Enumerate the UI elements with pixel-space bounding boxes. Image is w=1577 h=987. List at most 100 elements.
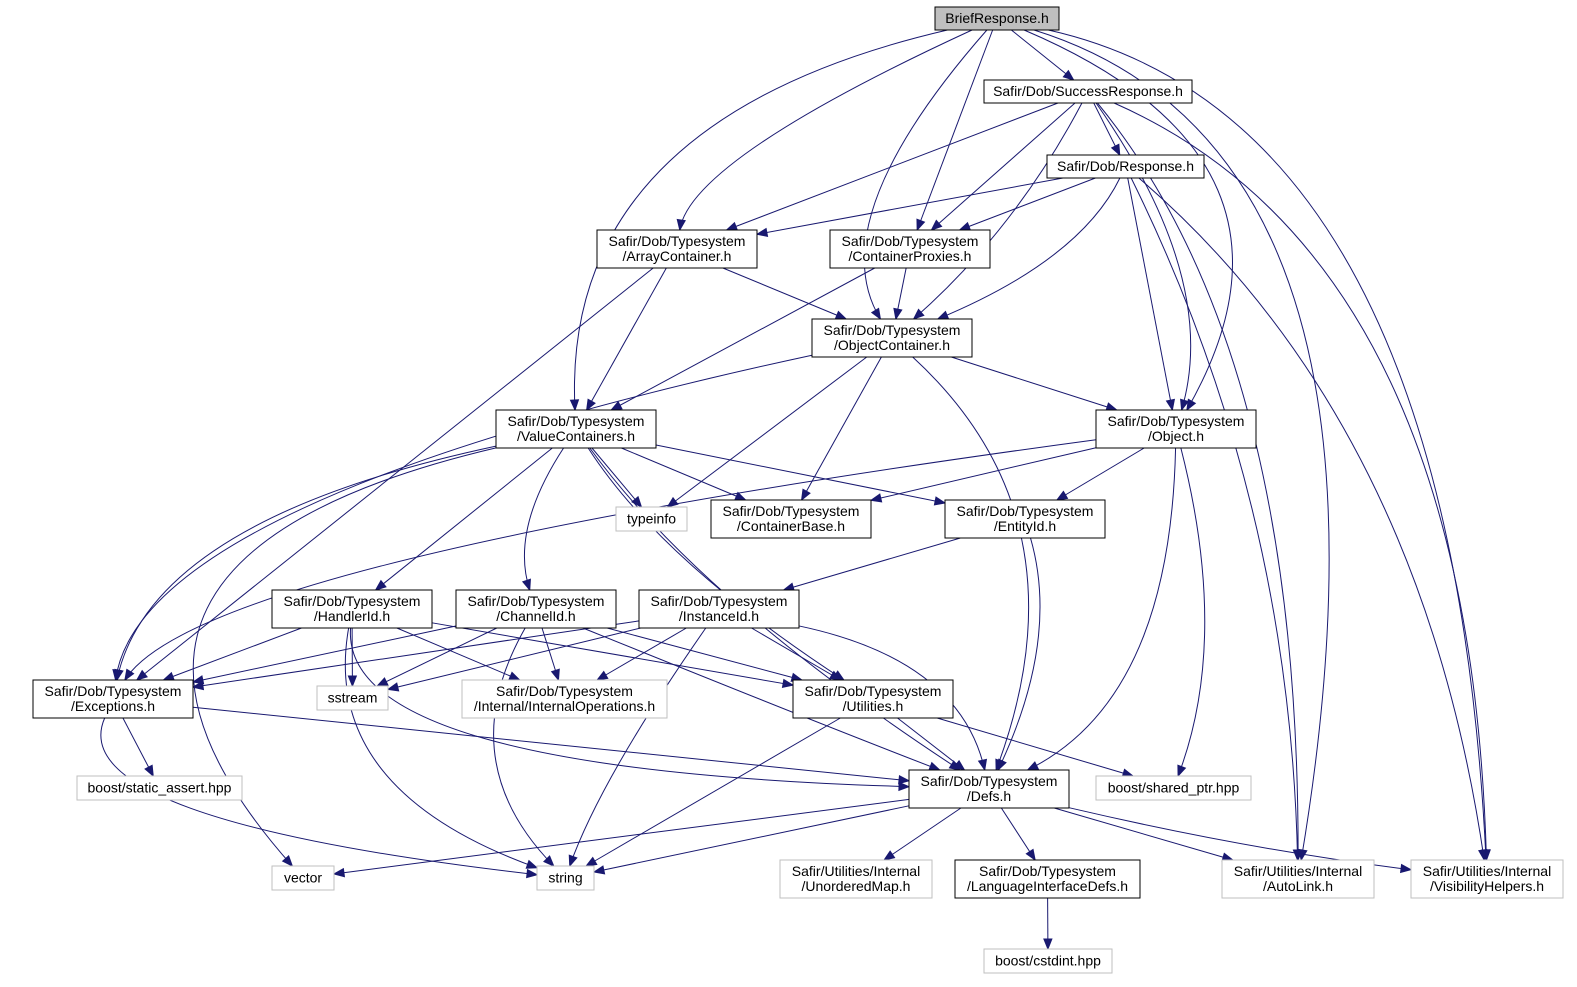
file-node-label: Safir/Utilities/Internal (792, 863, 920, 879)
edge-response-to-autolink (1130, 177, 1303, 862)
edge-objcont-to-object (951, 356, 1118, 412)
file-node-handlerid[interactable]: Safir/Dob/Typesystem/HandlerId.h (271, 589, 433, 629)
file-node-label: /Exceptions.h (71, 698, 155, 714)
file-node-label: BriefResponse.h (945, 10, 1049, 26)
edge-exceptions-to-string (100, 717, 539, 879)
edge-object-to-contbase (869, 447, 1097, 503)
file-node-label: vector (284, 870, 322, 886)
edge-brief-to-objcont (863, 29, 988, 321)
file-node-valcont[interactable]: Safir/Dob/Typesystem/ValueContainers.h (495, 409, 657, 449)
file-node-autolink: Safir/Utilities/Internal/AutoLink.h (1221, 859, 1375, 899)
edge-channelid-to-internalops (541, 627, 560, 682)
edge-channelid-to-string (493, 627, 555, 867)
file-node-entityid[interactable]: Safir/Dob/Typesystem/EntityId.h (944, 499, 1106, 539)
edge-defs-to-string (592, 805, 910, 875)
edge-instanceid-to-sstream (386, 627, 641, 692)
file-node-label: /LanguageInterfaceDefs.h (967, 878, 1128, 894)
file-node-internalops: Safir/Dob/Typesystem/Internal/InternalOp… (461, 679, 668, 719)
file-node-exceptions[interactable]: Safir/Dob/Typesystem/Exceptions.h (32, 679, 194, 719)
file-node-label: /Utilities.h (843, 698, 904, 714)
file-nodes: BriefResponse.hSafir/Dob/SuccessResponse… (32, 6, 1564, 974)
edge-valcont-to-entityid (655, 444, 947, 506)
edge-brief-to-proxies (916, 29, 994, 232)
file-node-label: /UnorderedMap.h (802, 878, 911, 894)
file-node-label: /ContainerBase.h (737, 518, 845, 534)
file-node-array[interactable]: Safir/Dob/Typesystem/ArrayContainer.h (596, 229, 758, 269)
file-node-label: boost/shared_ptr.hpp (1108, 780, 1240, 796)
dependency-edges (100, 29, 1491, 951)
edge-brief-to-valcont (569, 29, 948, 412)
edge-response-to-array (755, 177, 1064, 238)
edge-object-to-exceptions (124, 439, 1097, 682)
edge-object-to-sharedptr (1177, 447, 1206, 778)
file-node-label: /AutoLink.h (1263, 878, 1333, 894)
edge-handlerid-to-sstream (347, 627, 358, 688)
edge-valcont-to-handlerid (374, 447, 553, 591)
file-node-label: Safir/Dob/Typesystem (979, 863, 1116, 879)
file-node-label: Safir/Dob/Typesystem (45, 683, 182, 699)
edge-instanceid-to-exceptions (191, 620, 640, 691)
file-node-unordered: Safir/Utilities/Internal/UnorderedMap.h (779, 859, 933, 899)
edge-handlerid-to-string (344, 627, 539, 869)
edge-defs-to-unordered (882, 807, 962, 861)
file-node-label: /ObjectContainer.h (834, 337, 950, 353)
file-node-label: string (548, 870, 582, 886)
file-node-label: /Defs.h (967, 788, 1011, 804)
edge-instanceid-to-defs (798, 625, 988, 772)
file-node-vector: vector (271, 865, 335, 891)
edge-success-to-objcont (912, 102, 1083, 320)
file-node-label: Safir/Dob/Typesystem (284, 593, 421, 609)
file-node-typeinfo: typeinfo (615, 506, 688, 532)
file-node-string: string (536, 865, 595, 891)
edge-response-to-proxies (958, 177, 1096, 231)
file-node-label: Safir/Dob/Typesystem (957, 503, 1094, 519)
file-node-brief: BriefResponse.h (934, 6, 1060, 31)
edge-handlerid-to-utilities (431, 622, 795, 689)
edge-response-to-object (1127, 177, 1176, 412)
file-node-instanceid[interactable]: Safir/Dob/Typesystem/InstanceId.h (638, 589, 800, 629)
edge-langdefs-to-cstdint (1043, 897, 1053, 951)
file-node-objcont[interactable]: Safir/Dob/Typesystem/ObjectContainer.h (811, 318, 973, 358)
edge-proxies-to-objcont (893, 267, 907, 321)
file-node-langdefs[interactable]: Safir/Dob/Typesystem/LanguageInterfaceDe… (954, 859, 1141, 899)
file-node-contbase[interactable]: Safir/Dob/Typesystem/ContainerBase.h (710, 499, 872, 539)
file-node-sstream: sstream (316, 685, 389, 711)
file-node-proxies[interactable]: Safir/Dob/Typesystem/ContainerProxies.h (829, 229, 991, 269)
edge-valcont-to-channelid (521, 447, 565, 592)
file-node-utilities[interactable]: Safir/Dob/Typesystem/Utilities.h (792, 679, 954, 719)
file-node-label: /Internal/InternalOperations.h (474, 698, 655, 714)
file-node-label: Safir/Dob/Typesystem (723, 503, 860, 519)
edge-instanceid-to-internalops (595, 627, 687, 681)
file-node-channelid[interactable]: Safir/Dob/Typesystem/ChannelId.h (455, 589, 617, 629)
edge-channelid-to-exceptions (191, 625, 457, 685)
file-node-label: Safir/Dob/Typesystem (805, 683, 942, 699)
file-node-label: Safir/Dob/Typesystem (1108, 413, 1245, 429)
file-node-label: /ArrayContainer.h (623, 248, 732, 264)
edge-valcont-to-vector (192, 447, 497, 868)
file-node-label: /ValueContainers.h (517, 428, 635, 444)
edge-success-to-proxies (930, 102, 1076, 231)
edge-exceptions-to-defs (192, 706, 911, 785)
file-node-object[interactable]: Safir/Dob/Typesystem/Object.h (1095, 409, 1257, 449)
edge-entityid-to-instanceid (782, 537, 961, 592)
edge-entityid-to-defs (997, 537, 1041, 772)
edge-objcont-to-typeinfo (666, 356, 868, 508)
file-node-label: Safir/Utilities/Internal (1234, 863, 1362, 879)
file-node-success[interactable]: Safir/Dob/SuccessResponse.h (983, 79, 1193, 104)
file-node-response[interactable]: Safir/Dob/Response.h (1046, 154, 1205, 179)
edge-array-to-exceptions (135, 267, 654, 681)
file-node-label: boost/static_assert.hpp (88, 780, 232, 796)
file-node-label: Safir/Dob/Typesystem (609, 233, 746, 249)
edge-array-to-valcont (586, 267, 667, 412)
edge-brief-to-success (1011, 29, 1075, 81)
edge-handlerid-to-exceptions (162, 627, 302, 681)
edge-valcont-to-exceptions (114, 445, 497, 682)
file-node-label: Safir/Dob/SuccessResponse.h (993, 83, 1183, 99)
file-node-defs[interactable]: Safir/Dob/Typesystem/Defs.h (908, 769, 1070, 809)
edge-valcont-to-typeinfo (591, 447, 643, 509)
edge-brief-to-array (676, 29, 973, 232)
edge-channelid-to-utilities (607, 627, 804, 682)
file-node-label: Safir/Utilities/Internal (1423, 863, 1551, 879)
edge-proxies-to-valcont (610, 267, 875, 411)
